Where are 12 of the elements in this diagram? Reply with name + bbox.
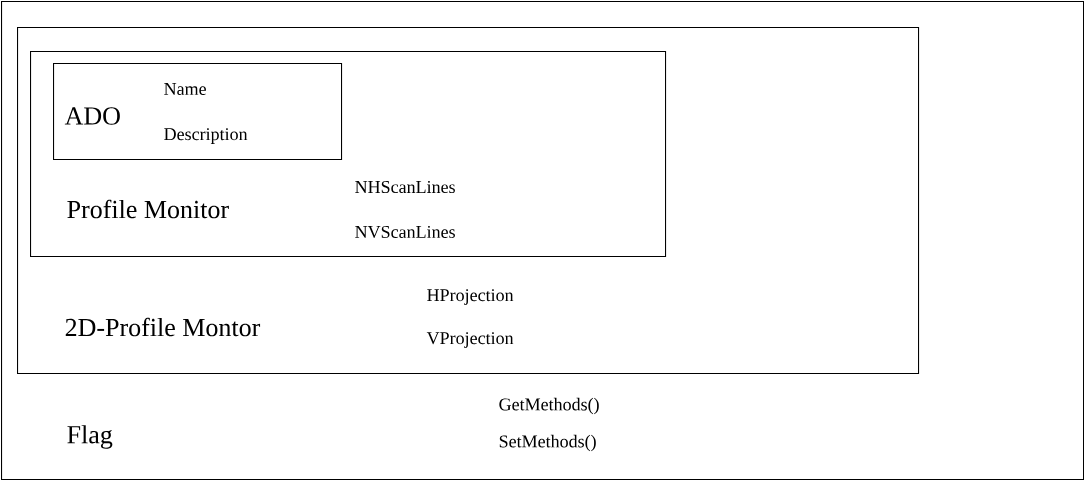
class-name: Flag bbox=[67, 425, 113, 449]
member-label: NVScanLines bbox=[355, 225, 455, 239]
member-label: GetMethods() bbox=[499, 397, 599, 415]
member-label: Description bbox=[164, 128, 248, 144]
class-name: ADO bbox=[64, 107, 120, 125]
member-label: Name bbox=[164, 83, 206, 95]
member-label: HProjection bbox=[427, 289, 514, 305]
member-label: NHScanLines bbox=[355, 180, 455, 194]
class-name: 2D-Profile Montor bbox=[65, 317, 261, 337]
class-name: Profile Monitor bbox=[67, 199, 229, 219]
member-label: SetMethods() bbox=[499, 434, 596, 452]
member-label: VProjection bbox=[426, 332, 514, 348]
